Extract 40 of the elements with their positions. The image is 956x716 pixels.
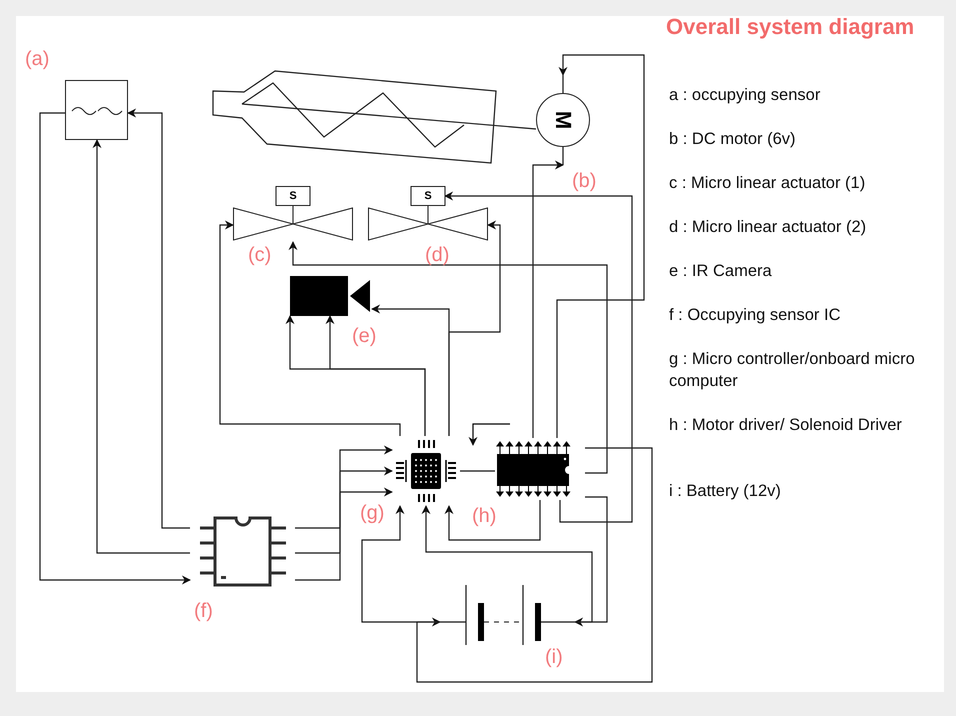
part-letter: (d) xyxy=(425,244,450,267)
part-letter: (e) xyxy=(352,325,376,348)
part-letter: (a) xyxy=(25,48,50,71)
wire-arrow xyxy=(416,447,653,683)
wire-arrow xyxy=(422,505,593,623)
wire-arrow xyxy=(39,112,191,584)
solenoid-letter: S xyxy=(423,189,433,204)
legend-note: d : Micro linear actuator (2) xyxy=(669,217,868,238)
part-letter: (g) xyxy=(360,502,384,525)
legend-note: f : Occupying sensor IC xyxy=(669,305,842,326)
legend-note: b : DC motor (6v) xyxy=(669,129,797,150)
wire-arrow xyxy=(295,466,393,554)
wire-arrow xyxy=(532,160,564,438)
wire-arrow xyxy=(288,241,608,474)
wire-arrow xyxy=(295,446,393,529)
wire-arrow xyxy=(295,488,393,581)
wire-arrow xyxy=(556,54,645,438)
wire-arrow xyxy=(127,108,190,529)
legend-note: c : Micro linear actuator (1) xyxy=(669,173,866,194)
wire-arrow xyxy=(92,139,190,554)
motor-letter: M xyxy=(551,110,575,130)
diagram-title: Overall system diagram xyxy=(666,14,914,40)
wire-arrow xyxy=(574,496,608,626)
solenoid-letter: S xyxy=(288,189,298,204)
wire-arrow xyxy=(326,315,426,436)
legend-note: i : Battery (12v) xyxy=(669,481,782,502)
wire-arrow xyxy=(361,505,440,623)
part-letter: (b) xyxy=(572,170,596,193)
legend-note: a : occupying sensor xyxy=(669,85,822,106)
wire-arrow xyxy=(444,192,633,523)
legend-note: h : Motor driver/ Solenoid Driver xyxy=(669,415,903,436)
wire-arrow xyxy=(448,220,501,436)
wire-arrow xyxy=(444,500,541,541)
legend-note: g : Micro controller/onboard micro computer xyxy=(669,349,916,392)
part-letter: (h) xyxy=(472,505,496,528)
legend-note: e : IR Camera xyxy=(669,261,773,282)
wire-arrow xyxy=(219,220,401,436)
part-letter: (i) xyxy=(545,646,563,669)
part-letter: (f) xyxy=(194,600,213,623)
part-letter: (c) xyxy=(248,244,272,267)
